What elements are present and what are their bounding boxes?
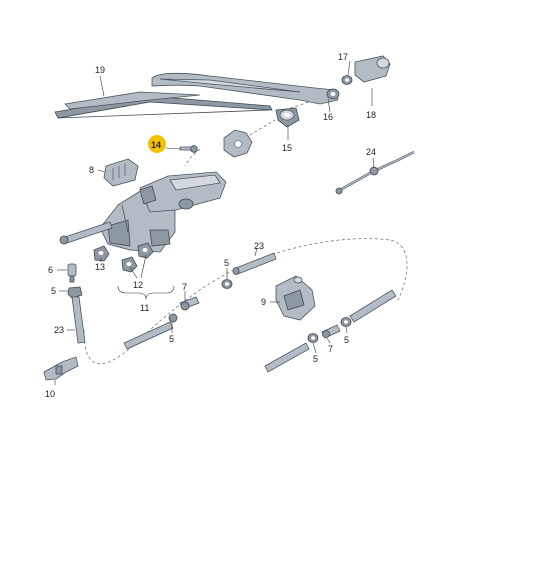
- leader-dashed-15: [244, 119, 276, 139]
- screw-part: [179, 145, 198, 153]
- washer-pump-left: [67, 263, 77, 283]
- washer-hose-lower: [264, 342, 310, 373]
- grommet-center: [221, 279, 233, 289]
- cap-nut: [341, 75, 353, 85]
- callout-16: 16: [323, 112, 333, 122]
- callout-5-lower-left: 5: [169, 334, 174, 344]
- highlight-badge: [148, 135, 166, 153]
- arm-cover-cap: [354, 55, 391, 83]
- callout-5-center: 5: [224, 258, 229, 268]
- hose-connector-left: [123, 296, 200, 350]
- callout-11: 11: [140, 303, 149, 313]
- callout-24: 24: [366, 147, 376, 157]
- callout-8: 8: [89, 165, 94, 175]
- seal-grommet: [275, 107, 300, 128]
- callout-23-left: 23: [54, 325, 64, 335]
- callout-12: 12: [133, 280, 143, 290]
- callout-7-right: 7: [328, 344, 333, 354]
- linkage-rod: [59, 221, 113, 245]
- callout-18: 18: [366, 110, 376, 120]
- wiper-arm: [151, 72, 339, 105]
- callout-5-left: 5: [51, 286, 56, 296]
- callout-19: 19: [95, 65, 105, 75]
- washer-hose-left: [71, 296, 86, 344]
- callout-5-lower-right: 5: [313, 354, 318, 364]
- wiper-motor-assembly: [99, 171, 227, 253]
- leader-lines: [54, 60, 375, 385]
- callout-10: 10: [45, 389, 55, 399]
- washer-hose-top: [232, 252, 277, 275]
- callout-6: 6: [48, 265, 53, 275]
- washer-hose-right: [349, 289, 397, 323]
- callout-7-left: 7: [182, 282, 187, 292]
- group-bracket-11: [117, 285, 175, 300]
- grommet-pair: [121, 242, 154, 273]
- leader-dashed-14: [184, 148, 201, 167]
- washer-jet: [335, 150, 415, 195]
- callout-13: 13: [95, 262, 105, 272]
- grommet-right: [340, 317, 352, 327]
- wiper-blade: [54, 91, 273, 119]
- callout-14: 14: [151, 140, 161, 150]
- callout-9: 9: [261, 297, 266, 307]
- callout-17: 17: [338, 52, 348, 62]
- arm-nut: [326, 88, 340, 100]
- star-washer: [223, 129, 253, 158]
- callout-5-right: 5: [344, 335, 349, 345]
- electrical-connector: [103, 158, 139, 187]
- mounting-bracket: [43, 356, 79, 381]
- callout-23-center: 23: [254, 241, 264, 251]
- callout-15: 15: [282, 143, 292, 153]
- washer-nozzle-bracket: [275, 275, 316, 321]
- hose-connector-right: [321, 324, 341, 339]
- rubber-mount: [93, 245, 110, 262]
- grommet-right-lower: [307, 333, 319, 343]
- grommet-left: [67, 286, 83, 299]
